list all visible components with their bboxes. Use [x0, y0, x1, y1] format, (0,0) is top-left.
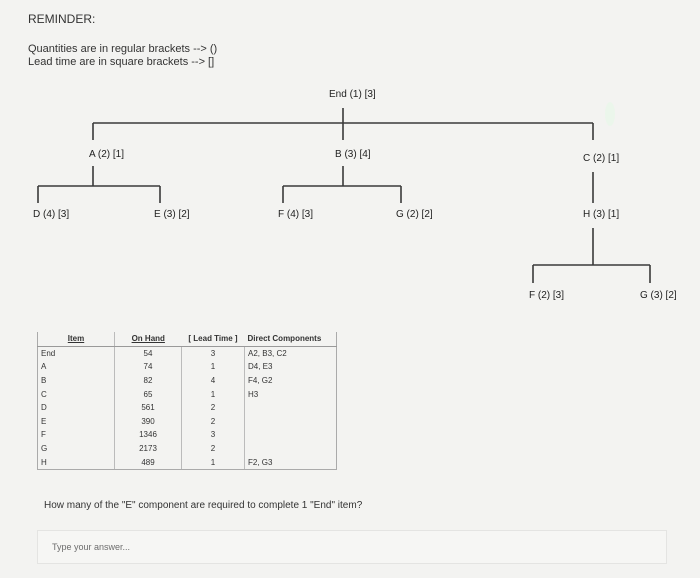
- cell-lead-time: 3: [181, 346, 245, 361]
- cell-direct-components: [244, 414, 337, 429]
- cell-lead-time: 1: [181, 360, 245, 374]
- node-f: F (4) [3]: [278, 209, 314, 220]
- cell-item: A: [37, 360, 115, 374]
- cell-lead-time: 2: [181, 414, 245, 429]
- cell-lead-time: 1: [181, 455, 245, 470]
- cell-lead-time: 4: [181, 373, 245, 388]
- table-row: C 65 1 H3: [37, 387, 337, 401]
- inventory-table: Item On Hand [ Lead Time ] Direct Compon…: [37, 332, 337, 470]
- table-row: H 489 1 F2, G3: [37, 455, 337, 470]
- table-row: G 2173 2: [37, 441, 337, 456]
- cell-direct-components: H3: [244, 387, 337, 401]
- node-f-under-h: F (2) [3]: [529, 290, 565, 301]
- glare-mark: [605, 102, 615, 126]
- cell-on-hand: 82: [114, 373, 182, 388]
- table-row: F 1346 3: [37, 428, 337, 442]
- col-header-item: Item: [37, 332, 115, 347]
- cell-on-hand: 489: [114, 455, 182, 470]
- node-g: G (2) [2]: [396, 209, 433, 220]
- cell-on-hand: 561: [114, 400, 182, 415]
- col-header-direct-components: Direct Components: [244, 332, 337, 347]
- cell-item: H: [37, 455, 115, 470]
- table-header-row: Item On Hand [ Lead Time ] Direct Compon…: [37, 332, 337, 347]
- node-a: A (2) [1]: [89, 149, 125, 160]
- cell-direct-components: [244, 441, 337, 456]
- node-c: C (2) [1]: [583, 153, 620, 164]
- table-row: E 390 2: [37, 414, 337, 429]
- cell-lead-time: 1: [181, 387, 245, 401]
- cell-lead-time: 3: [181, 428, 245, 442]
- node-e: E (3) [2]: [154, 209, 190, 220]
- cell-item: End: [37, 346, 115, 361]
- cell-lead-time: 2: [181, 441, 245, 456]
- cell-item: D: [37, 400, 115, 415]
- cell-lead-time: 2: [181, 400, 245, 415]
- col-header-lead-time: [ Lead Time ]: [181, 332, 245, 347]
- table-row: End 54 3 A2, B3, C2: [37, 346, 337, 361]
- node-end: End (1) [3]: [329, 89, 376, 100]
- cell-direct-components: [244, 428, 337, 442]
- node-b: B (3) [4]: [335, 149, 371, 160]
- cell-direct-components: F2, G3: [244, 455, 337, 470]
- cell-direct-components: A2, B3, C2: [244, 346, 337, 361]
- lead-time-note: Lead time are in square brackets --> []: [28, 56, 215, 68]
- cell-item: C: [37, 387, 115, 401]
- node-d: D (4) [3]: [33, 209, 70, 220]
- question-text: How many of the "E" component are requir…: [44, 500, 363, 511]
- cell-direct-components: F4, G2: [244, 373, 337, 388]
- cell-on-hand: 65: [114, 387, 182, 401]
- cell-direct-components: D4, E3: [244, 360, 337, 374]
- node-g-under-h: G (3) [2]: [640, 290, 677, 301]
- col-header-on-hand: On Hand: [114, 332, 182, 347]
- table-row: A 74 1 D4, E3: [37, 360, 337, 374]
- cell-on-hand: 1346: [114, 428, 182, 442]
- cell-on-hand: 390: [114, 414, 182, 429]
- cell-item: B: [37, 373, 115, 388]
- table-row: B 82 4 F4, G2: [37, 373, 337, 388]
- table-row: D 561 2: [37, 400, 337, 415]
- cell-item: F: [37, 428, 115, 442]
- reminder-title: REMINDER:: [28, 12, 96, 26]
- answer-input[interactable]: [37, 530, 667, 564]
- cell-item: E: [37, 414, 115, 429]
- cell-direct-components: [244, 400, 337, 415]
- cell-on-hand: 2173: [114, 441, 182, 456]
- cell-item: G: [37, 441, 115, 456]
- cell-on-hand: 54: [114, 346, 182, 361]
- node-h: H (3) [1]: [583, 209, 620, 220]
- quantity-note: Quantities are in regular brackets --> (…: [28, 43, 218, 55]
- cell-on-hand: 74: [114, 360, 182, 374]
